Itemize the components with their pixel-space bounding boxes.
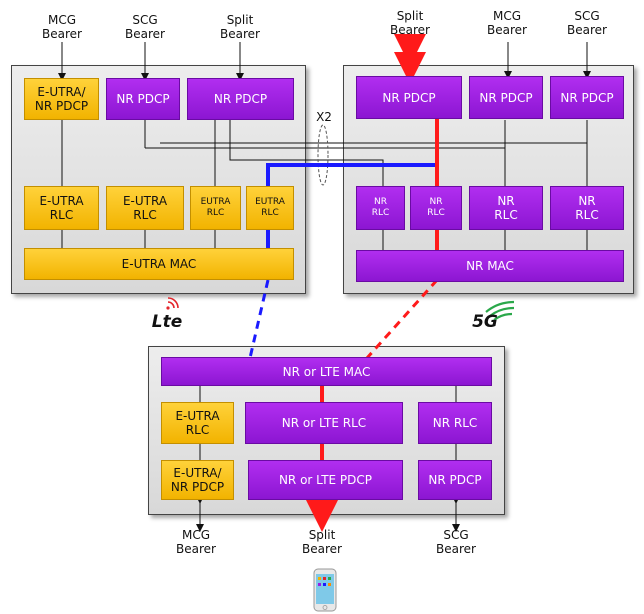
lte-mcg-bearer-label: MCG Bearer <box>42 13 82 41</box>
smartphone-icon <box>313 568 337 612</box>
nr-mcg-bearer-label: MCG Bearer <box>487 9 527 37</box>
nr-rlc-4: NR RLC <box>550 186 624 230</box>
lte-air-link <box>248 279 270 359</box>
ue-eutra-rlc: E-UTRA RLC <box>161 402 234 444</box>
lte-eutra-mac: E-UTRA MAC <box>24 248 294 280</box>
ue-nr-pdcp: NR PDCP <box>418 460 492 500</box>
ue-nr-or-lte-pdcp: NR or LTE PDCP <box>248 460 403 500</box>
ue-nr-or-lte-mac: NR or LTE MAC <box>161 357 492 386</box>
nr-pdcp-split: NR PDCP <box>356 76 462 119</box>
lte-nr-pdcp-split: NR PDCP <box>187 78 294 120</box>
ue-split-bearer-label: Split Bearer <box>302 528 342 556</box>
lte-eutra-nr-pdcp: E-UTRA/ NR PDCP <box>24 78 99 120</box>
ue-mcg-bearer-label: MCG Bearer <box>176 528 216 556</box>
lte-nr-pdcp-scg: NR PDCP <box>106 78 180 120</box>
lte-eutra-rlc-3: EUTRA RLC <box>190 186 241 230</box>
nr-scg-bearer-label: SCG Bearer <box>567 9 607 37</box>
lte-eutra-rlc-2: E-UTRA RLC <box>106 186 184 230</box>
nr-mac: NR MAC <box>356 250 624 282</box>
lte-eutra-rlc-4: EUTRA RLC <box>246 186 294 230</box>
blue-path <box>266 163 437 186</box>
lte-scg-bearer-label: SCG Bearer <box>125 13 165 41</box>
ue-nr-rlc: NR RLC <box>418 402 492 444</box>
ue-scg-bearer-label: SCG Bearer <box>436 528 476 556</box>
nr-rlc-3: NR RLC <box>469 186 543 230</box>
nr-split-bearer-label: Split Bearer <box>390 9 430 37</box>
lte-logo-icon <box>166 297 179 310</box>
ue-eutra-nr-pdcp: E-UTRA/ NR PDCP <box>161 460 234 500</box>
nr-pdcp-mcg: NR PDCP <box>469 76 543 119</box>
x2-ellipse <box>317 124 329 186</box>
ue-nr-or-lte-rlc: NR or LTE RLC <box>245 402 403 444</box>
x2-label: X2 <box>316 110 332 124</box>
lte-split-bearer-label: Split Bearer <box>220 13 260 41</box>
5g-logo-icon <box>485 300 515 321</box>
nr-rlc-1: NR RLC <box>356 186 405 230</box>
nr-pdcp-scg: NR PDCP <box>550 76 624 119</box>
nr-air-link <box>365 278 439 360</box>
nr-rlc-2: NR RLC <box>410 186 462 230</box>
5g-logo-text: 5G <box>472 312 498 332</box>
lte-eutra-rlc-1: E-UTRA RLC <box>24 186 99 230</box>
lte-logo-text: Lte <box>151 312 183 332</box>
